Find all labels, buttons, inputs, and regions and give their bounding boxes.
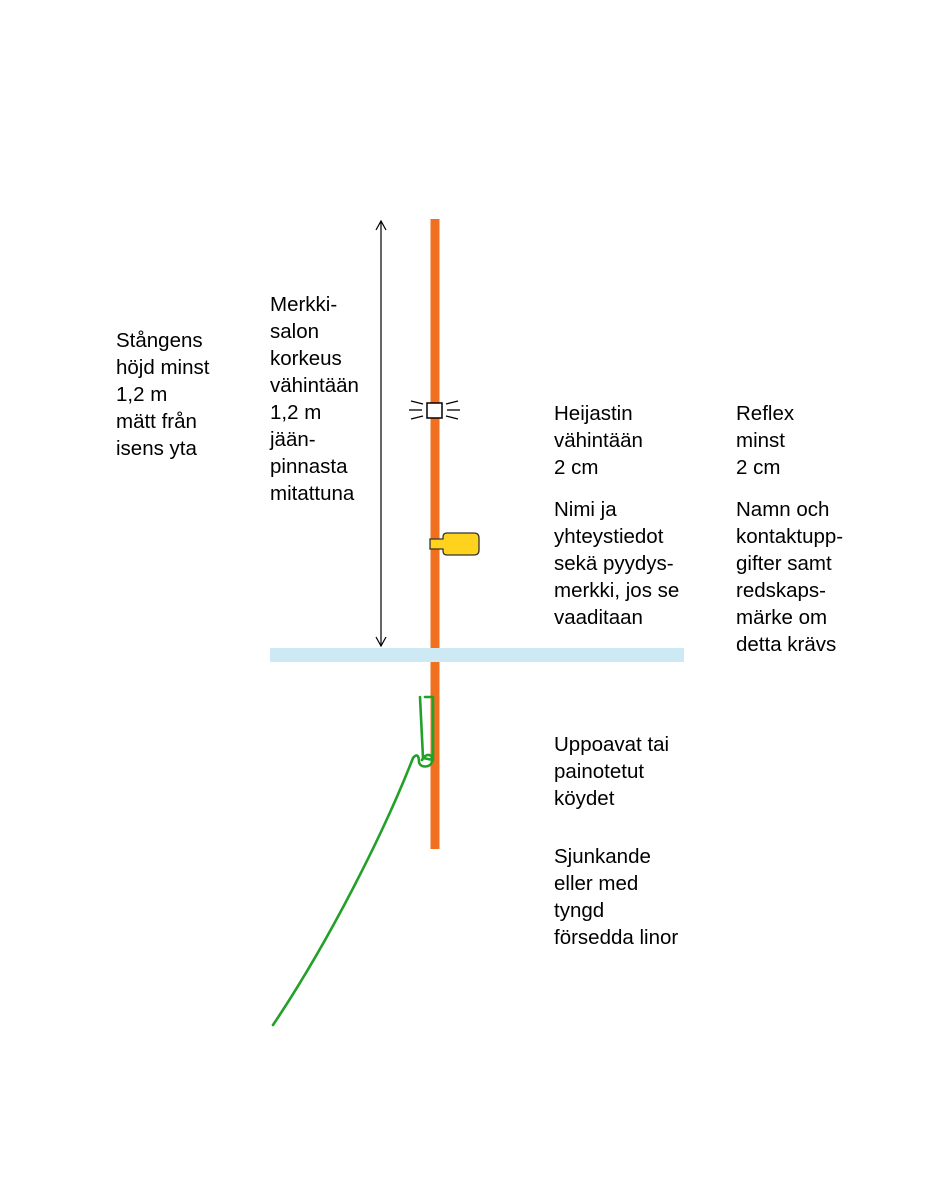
pole-height-label-swedish: Stångens höjd minst 1,2 m mätt från isen… — [116, 329, 210, 460]
ice-surface — [270, 648, 684, 662]
name-tag-icon — [429, 532, 480, 556]
height-arrow — [375, 219, 387, 648]
contact-info-label-finnish: Nimi ja yhteystiedot sekä pyydys- merkki… — [554, 498, 680, 629]
ropes-label-swedish: Sjunkande eller med tyngd försedda linor — [554, 845, 679, 949]
ropes-label-finnish: Uppoavat tai painotetut köydet — [554, 733, 670, 810]
sinking-rope — [271, 695, 435, 1027]
reflector-square-icon — [409, 400, 460, 420]
reflector-label-swedish: Reflex minst 2 cm — [736, 402, 795, 479]
contact-info-label-swedish: Namn och kontaktupp- gifter samt redskap… — [736, 498, 844, 656]
pole-height-label-finnish: Merkki- salon korkeus vähintään 1,2 m jä… — [270, 293, 359, 505]
reflector-label-finnish: Heijastin vähintään 2 cm — [554, 402, 643, 479]
